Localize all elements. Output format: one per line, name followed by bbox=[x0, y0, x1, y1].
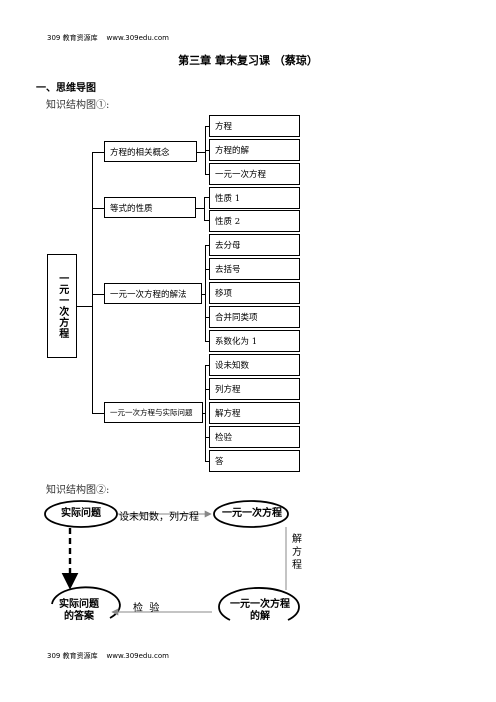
leaf-box: 方程 bbox=[209, 115, 300, 137]
leaf-box: 方程的解 bbox=[209, 139, 300, 161]
leaf-connector bbox=[205, 150, 209, 151]
branch-label: 等式的性质 bbox=[110, 203, 153, 214]
node-outline bbox=[213, 500, 289, 528]
leaf-label: 解方程 bbox=[215, 409, 241, 419]
edge-top-label: 设未知数，列方程 bbox=[119, 512, 199, 523]
leaf-connector bbox=[204, 197, 205, 221]
leaf-label: 列方程 bbox=[215, 385, 241, 395]
header-site: 309 教育资源库 bbox=[47, 34, 98, 42]
branch-connector bbox=[92, 208, 104, 209]
leaf-box: 移项 bbox=[209, 282, 300, 304]
node-top-left: 实际问题 bbox=[49, 508, 113, 520]
node-bottom-left-line2: 的答案 bbox=[64, 611, 94, 622]
branch-box: 一元一次方程与实际问题 bbox=[104, 402, 203, 423]
branch-box: 等式的性质 bbox=[104, 197, 196, 218]
mindmap-root: 一元一次方程 bbox=[47, 254, 77, 358]
leaf-box: 性质 2 bbox=[209, 210, 300, 232]
leaf-box: 一元一次方程 bbox=[209, 163, 300, 185]
map2-caption: 知识结构图②: bbox=[46, 485, 110, 496]
leaf-box: 合并同类项 bbox=[209, 306, 300, 328]
mindmap-root-label: 一元一次方程 bbox=[56, 273, 68, 339]
leaf-connector bbox=[205, 126, 209, 127]
node-bottom-left-line1: 实际问题 bbox=[59, 599, 99, 610]
leaf-label: 方程 bbox=[215, 122, 233, 132]
leaf-connector bbox=[205, 365, 209, 366]
leaf-label: 合并同类项 bbox=[215, 313, 258, 323]
leaf-connector bbox=[205, 245, 209, 246]
leaf-label: 答 bbox=[215, 457, 224, 467]
edge-right-label: 解方程 bbox=[292, 534, 302, 571]
branch-connector bbox=[92, 294, 104, 295]
leaf-connector bbox=[205, 174, 209, 175]
footer-site: 309 教育资源库 bbox=[47, 652, 98, 660]
leaf-label: 性质 1 bbox=[215, 194, 241, 204]
root-connector bbox=[77, 306, 92, 307]
footer-url: www.309edu.com bbox=[106, 652, 169, 660]
leaf-connector bbox=[205, 437, 209, 438]
leaf-label: 性质 2 bbox=[215, 217, 241, 227]
leaf-connector bbox=[205, 461, 209, 462]
header-url: www.309edu.com bbox=[106, 34, 169, 42]
leaf-label: 去分母 bbox=[215, 241, 241, 251]
leaf-connector bbox=[202, 294, 206, 295]
leaf-box: 解方程 bbox=[209, 402, 300, 424]
leaf-box: 检验 bbox=[209, 426, 300, 448]
leaf-connector bbox=[205, 365, 206, 461]
leaf-label: 检验 bbox=[215, 433, 233, 443]
leaf-box: 列方程 bbox=[209, 378, 300, 400]
leaf-label: 移项 bbox=[215, 289, 233, 299]
node-bottom-right-line2: 的解 bbox=[250, 611, 270, 622]
leaf-label: 方程的解 bbox=[215, 146, 250, 156]
leaf-connector bbox=[196, 208, 204, 209]
leaf-box: 设未知数 bbox=[209, 354, 300, 376]
branch-label: 一元一次方程与实际问题 bbox=[110, 408, 193, 417]
leaf-connector bbox=[197, 152, 205, 153]
trunk-line bbox=[92, 152, 93, 413]
leaf-box: 去括号 bbox=[209, 258, 300, 280]
node-bottom-left: 实际问题 的答案 bbox=[46, 599, 112, 623]
node-outline bbox=[44, 500, 118, 528]
node-top-left-label: 实际问题 bbox=[61, 508, 101, 519]
node-bottom-right: 一元一次方程 的解 bbox=[222, 599, 298, 623]
section-heading: 一、思维导图 bbox=[36, 83, 96, 94]
leaf-connector bbox=[204, 220, 209, 221]
branch-label: 方程的相关概念 bbox=[110, 147, 170, 158]
edge-bottom-label: 检 验 bbox=[133, 603, 160, 614]
node-bottom-right-line1: 一元一次方程 bbox=[230, 599, 290, 610]
leaf-label: 去括号 bbox=[215, 265, 241, 275]
leaf-connector bbox=[205, 389, 209, 390]
leaf-connector bbox=[205, 317, 209, 318]
leaf-box: 性质 1 bbox=[209, 187, 300, 209]
branch-box: 一元一次方程的解法 bbox=[104, 283, 202, 304]
leaf-connector bbox=[204, 197, 209, 198]
leaf-label: 设未知数 bbox=[215, 361, 250, 371]
page-title: 第三章 章末复习课 （蔡琼） bbox=[178, 54, 318, 67]
page-header: 309 教育资源库 www.309edu.com bbox=[47, 33, 169, 43]
leaf-connector bbox=[205, 269, 209, 270]
leaf-box: 答 bbox=[209, 450, 300, 472]
leaf-box: 去分母 bbox=[209, 234, 300, 256]
page-footer: 309 教育资源库 www.309edu.com bbox=[47, 651, 169, 661]
leaf-label: 系数化为 1 bbox=[215, 337, 258, 347]
leaf-label: 一元一次方程 bbox=[215, 170, 267, 180]
leaf-connector bbox=[205, 245, 206, 341]
branch-connector bbox=[92, 413, 104, 414]
node-outline bbox=[218, 587, 300, 621]
leaf-connector bbox=[205, 341, 209, 342]
node-top-right-label: 一元一次方程 bbox=[222, 508, 282, 519]
node-outline bbox=[51, 586, 121, 619]
branch-label: 一元一次方程的解法 bbox=[110, 289, 187, 300]
map1-caption: 知识结构图①: bbox=[46, 100, 110, 111]
branch-box: 方程的相关概念 bbox=[104, 141, 197, 162]
leaf-connector bbox=[203, 413, 206, 414]
node-top-right: 一元一次方程 bbox=[216, 508, 288, 520]
leaf-box: 系数化为 1 bbox=[209, 330, 300, 352]
branch-connector bbox=[92, 152, 104, 153]
